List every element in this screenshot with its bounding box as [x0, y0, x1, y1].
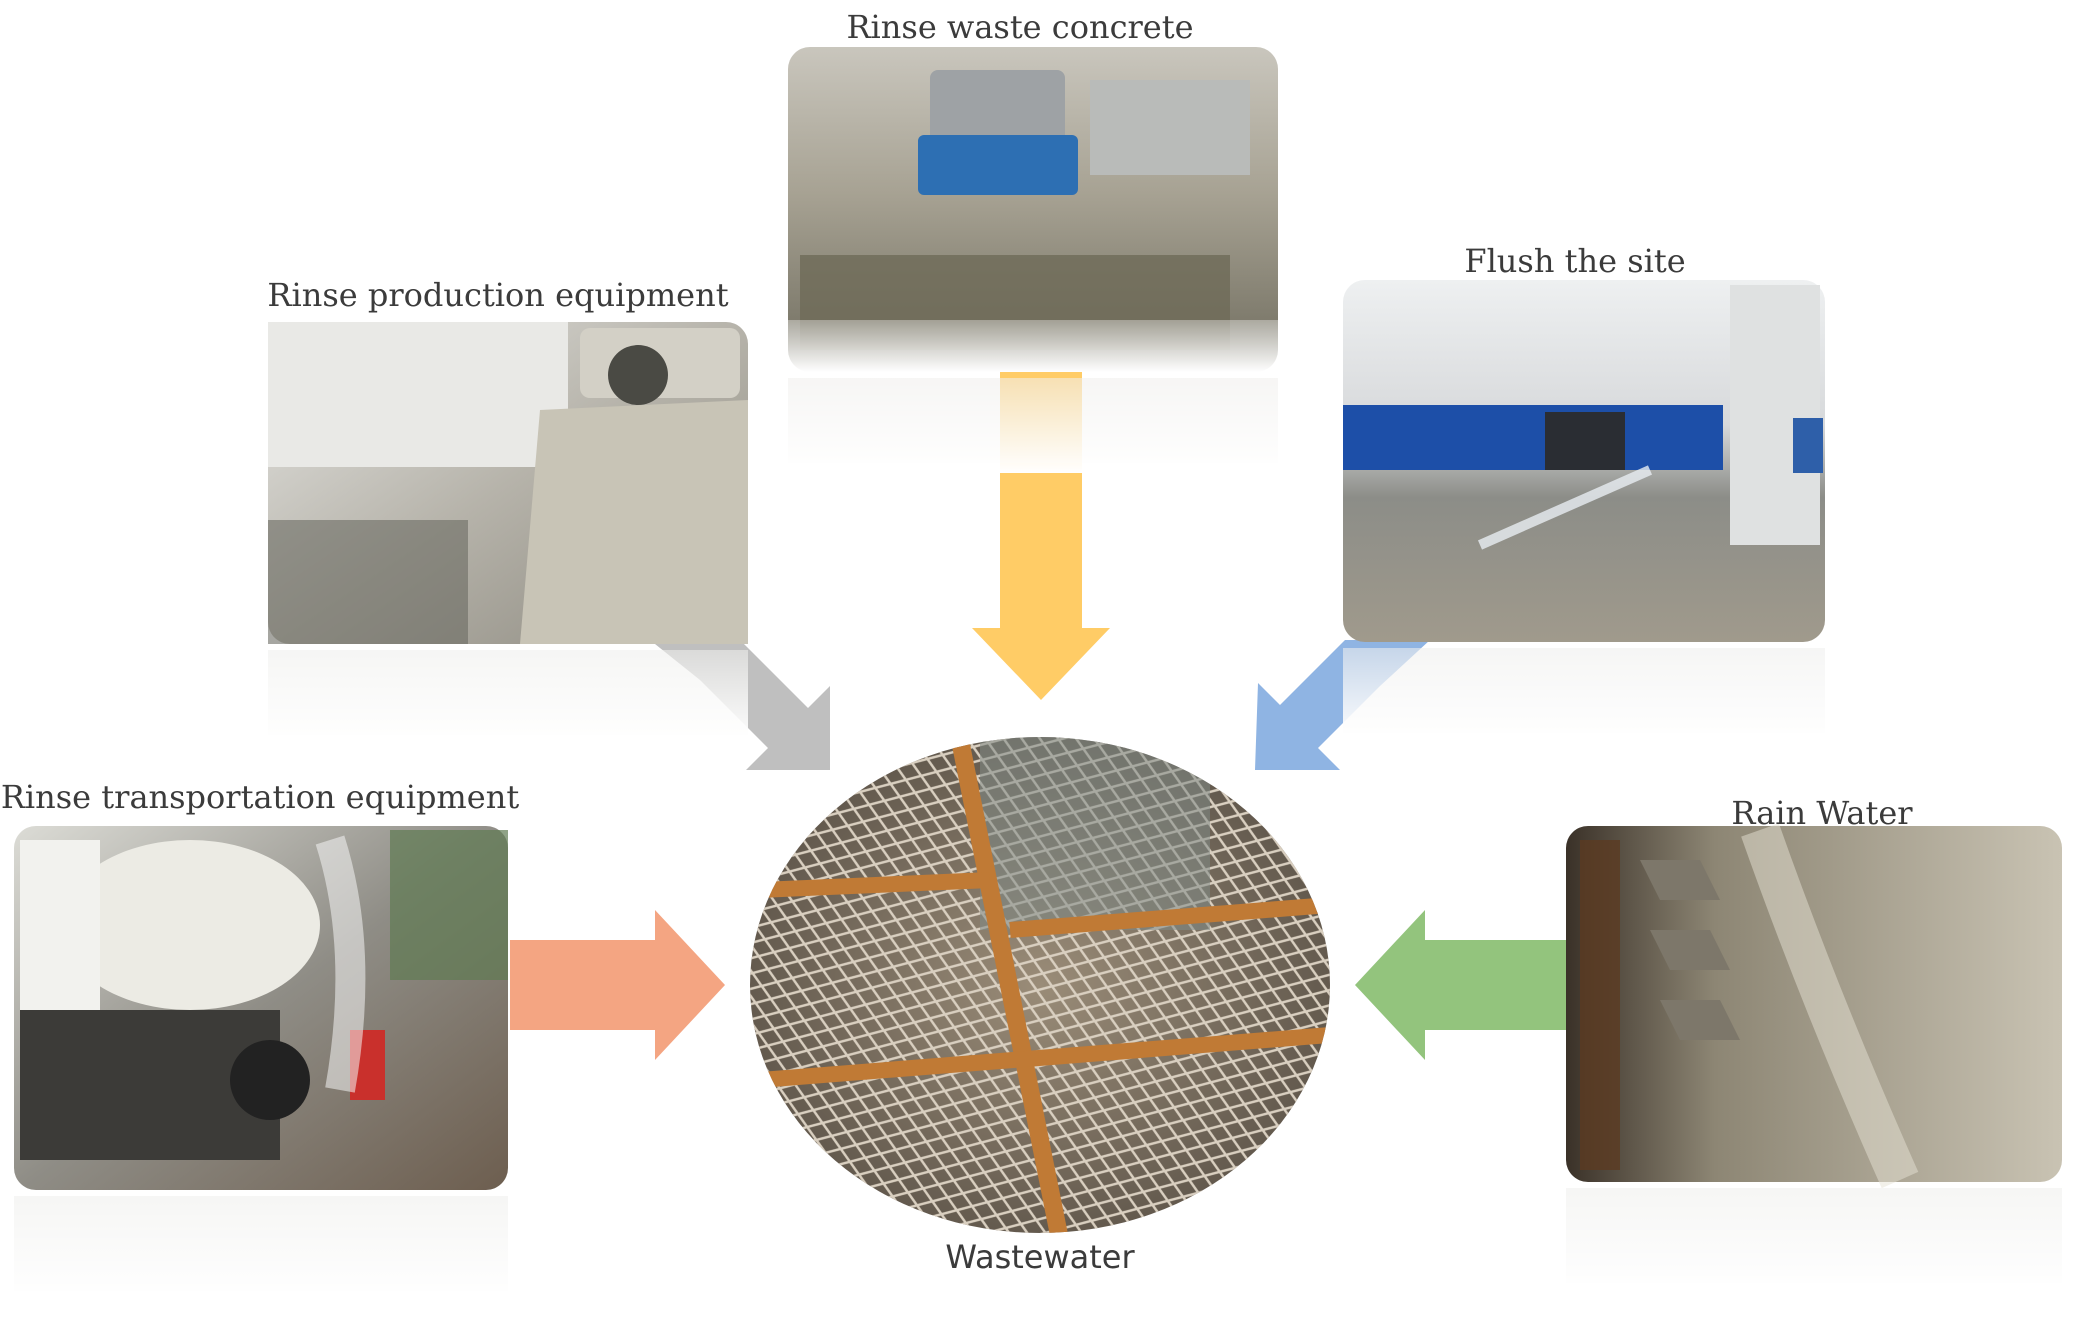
- arrow-rain-water: [1355, 910, 1570, 1060]
- label-rinse-waste-concrete: Rinse waste concrete: [846, 8, 1193, 46]
- photo-rinse-transportation-equipment: [14, 826, 508, 1190]
- photo-rinse-production-equipment: [268, 322, 748, 644]
- arrow-transportation: [510, 910, 725, 1060]
- photo-rinse-waste-concrete: [788, 47, 1278, 372]
- label-wastewater: Wastewater: [945, 1238, 1135, 1276]
- photo-rain-water: [1566, 823, 2062, 1189]
- photo-flush-the-site: [1343, 280, 1825, 642]
- label-rain-water: Rain Water: [1731, 794, 1913, 832]
- photo-wastewater-grate: [750, 737, 1330, 1233]
- label-rinse-transportation-equipment: Rinse transportation equipment: [1, 778, 520, 816]
- label-flush-the-site: Flush the site: [1464, 242, 1685, 280]
- label-rinse-production-equipment: Rinse production equipment: [267, 276, 728, 314]
